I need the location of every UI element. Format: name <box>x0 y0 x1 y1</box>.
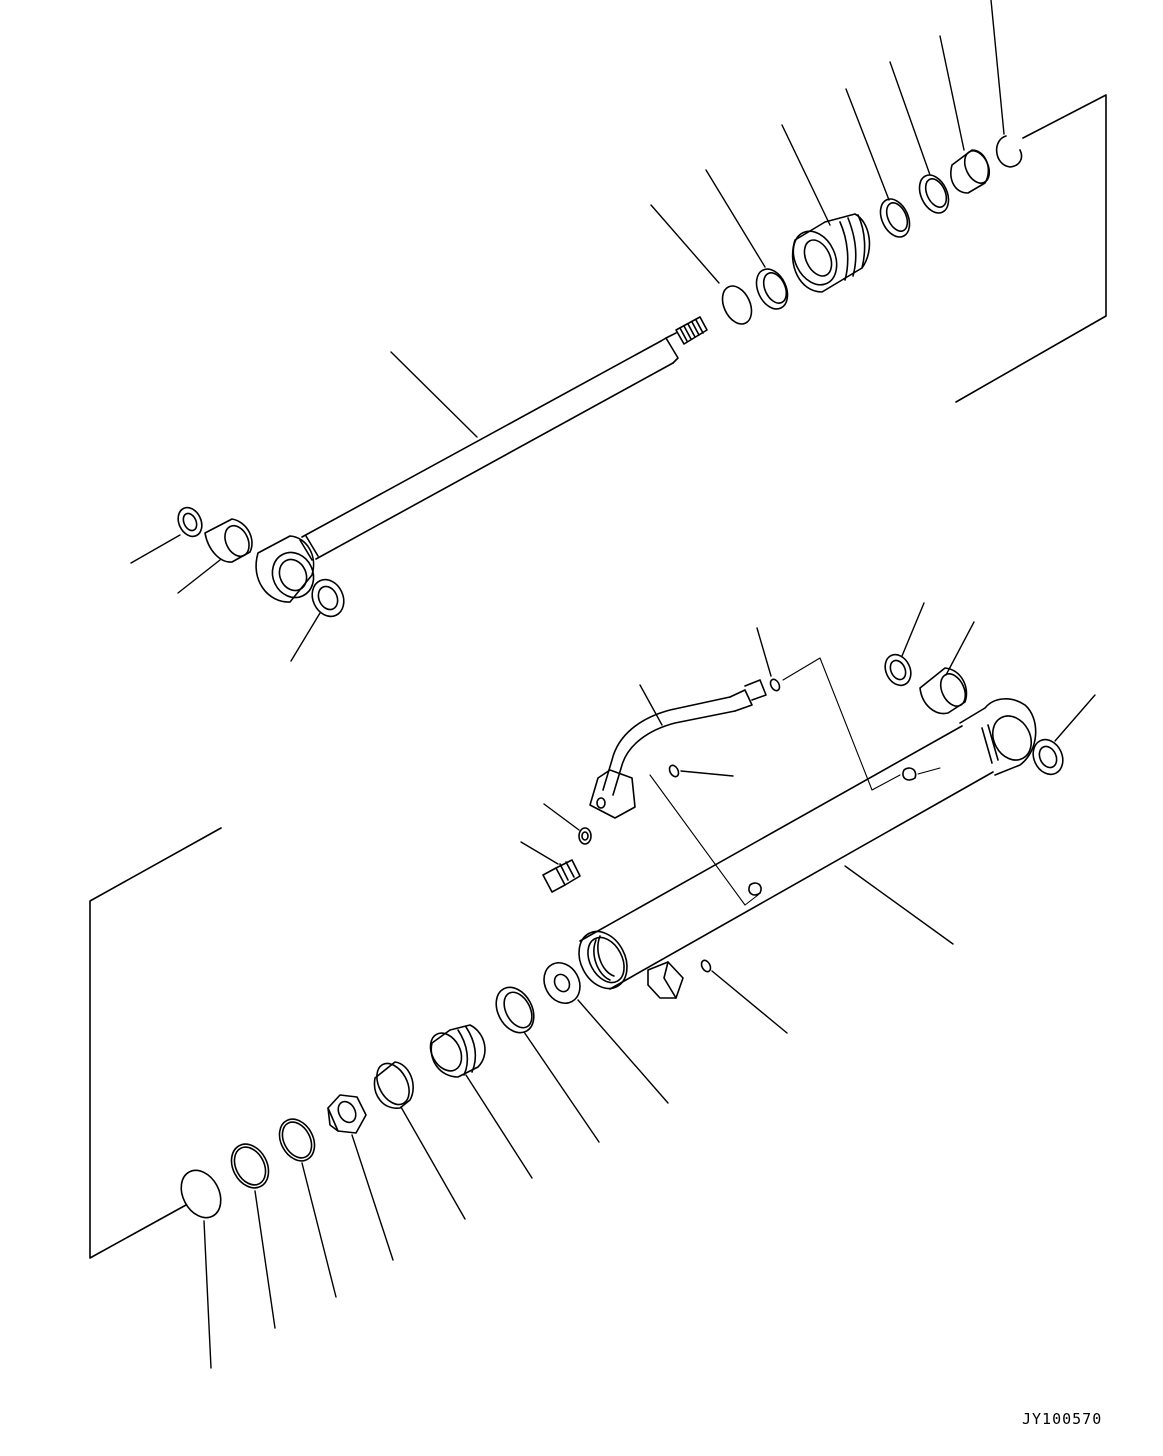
rod-seal <box>879 198 911 238</box>
o-ring <box>668 678 781 778</box>
head-bushing <box>950 149 991 194</box>
cushion-ring <box>543 962 581 1004</box>
buffer-ring <box>918 174 950 214</box>
retaining-ring <box>995 135 1023 168</box>
piston-rod <box>299 316 708 561</box>
wear-ring <box>373 1061 414 1109</box>
bottom-seal-right <box>1032 738 1064 776</box>
piston-seal <box>495 986 535 1034</box>
wiper-ring <box>755 268 789 310</box>
piston <box>429 1024 486 1078</box>
leader-lines <box>130 0 1096 1369</box>
cylinder-tube <box>578 698 1037 990</box>
cylinder-head <box>791 213 871 293</box>
hose-tube <box>589 679 767 819</box>
bottom-seal <box>884 653 912 687</box>
bolt <box>542 859 581 893</box>
snap-ring <box>721 285 753 325</box>
plug <box>647 959 712 999</box>
piston-nut <box>327 1094 367 1134</box>
rod-end-eye <box>255 535 315 603</box>
connector-lines <box>649 657 941 906</box>
washer <box>578 827 592 845</box>
rod-end-bushing <box>204 518 253 563</box>
lower-assembly-bracket <box>89 827 222 1259</box>
drawing-id-label: JY100570 <box>1022 1410 1103 1428</box>
rod-end-seal <box>177 506 203 538</box>
rod-end-seal-lower <box>311 578 345 618</box>
upper-assembly-bracket <box>955 94 1107 403</box>
backup-ring <box>180 1118 316 1219</box>
bottom-bushing <box>919 667 968 715</box>
